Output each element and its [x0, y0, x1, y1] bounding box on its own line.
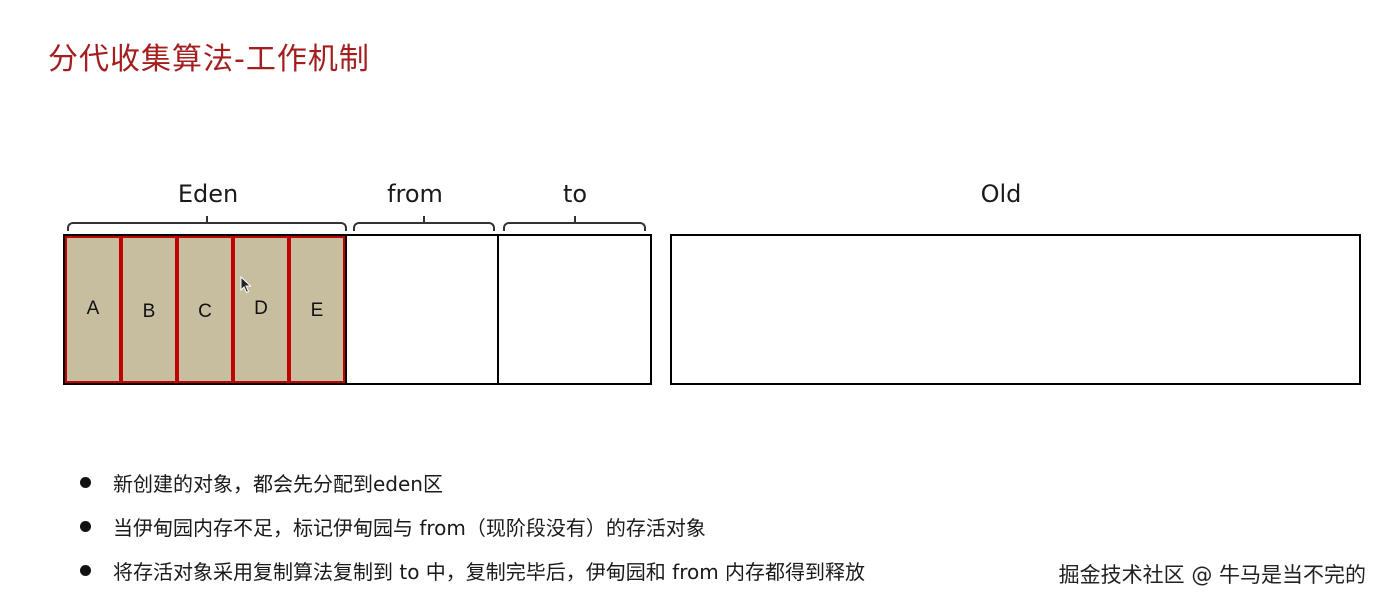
bullet-list: 新创建的对象，都会先分配到eden区 当伊甸园内存不足，标记伊甸园与 from（… [80, 460, 865, 592]
bullet-dot-icon [80, 564, 91, 576]
to-label: to [562, 180, 588, 208]
list-item: 新创建的对象，都会先分配到eden区 [80, 460, 865, 504]
eden-space: A B C D E [63, 234, 347, 385]
from-space [345, 234, 499, 385]
eden-cell-c: C [177, 236, 233, 383]
eden-bracket [67, 222, 347, 231]
watermark: 掘金技术社区 @ 牛马是当不完的 [1058, 563, 1366, 587]
bullet-text: 当伊甸园内存不足，标记伊甸园与 from（现阶段没有）的存活对象 [113, 515, 706, 540]
mouse-pointer-icon [240, 276, 252, 294]
eden-cell-d: D [233, 236, 289, 383]
eden-cell-e: E [289, 236, 345, 383]
to-space [497, 234, 652, 385]
bullet-text: 新创建的对象，都会先分配到eden区 [113, 471, 443, 496]
eden-cell-a: A [65, 236, 121, 383]
bullet-dot-icon [80, 476, 91, 488]
from-bracket [353, 222, 495, 231]
eden-label: Eden [177, 180, 239, 208]
eden-cell-b: B [121, 236, 177, 383]
list-item: 将存活对象采用复制算法复制到 to 中，复制完毕后，伊甸园和 from 内存都得… [80, 548, 865, 592]
page-title: 分代收集算法-工作机制 [48, 42, 370, 77]
old-space [670, 234, 1361, 385]
list-item: 当伊甸园内存不足，标记伊甸园与 from（现阶段没有）的存活对象 [80, 504, 865, 548]
bullet-text: 将存活对象采用复制算法复制到 to 中，复制完毕后，伊甸园和 from 内存都得… [113, 559, 866, 584]
to-bracket [503, 222, 646, 231]
from-label: from [387, 180, 443, 208]
bullet-dot-icon [80, 520, 91, 532]
old-label: Old [980, 180, 1022, 208]
